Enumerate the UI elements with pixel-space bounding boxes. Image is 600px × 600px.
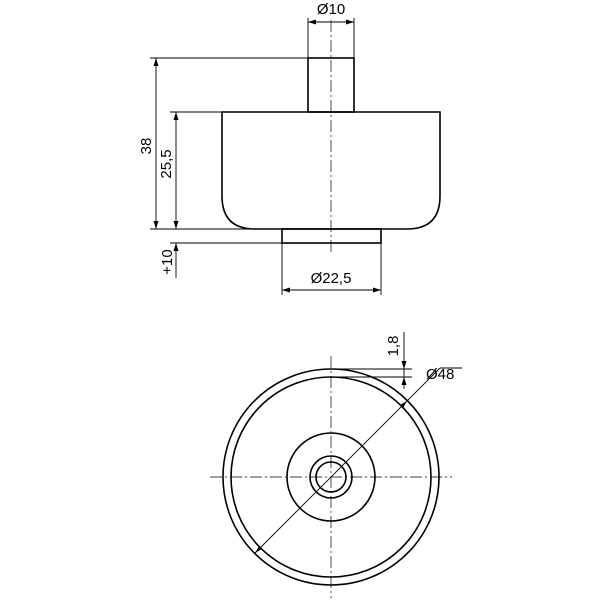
body-outline	[221, 111, 441, 230]
base-outline	[281, 228, 382, 244]
tolerance-dimension: +10	[159, 243, 179, 278]
body-height-dimension: 25,5	[158, 112, 179, 229]
pin-diameter-dimension: Ø10	[307, 1, 355, 58]
wall-thickness-dimension: 1,8	[331, 332, 412, 389]
tolerance-label: +10	[159, 249, 176, 274]
base-diameter-label: Ø22,5	[311, 270, 352, 287]
base-diameter-dimension: Ø22,5	[281, 243, 382, 295]
total-height-dimension: 38	[138, 58, 159, 229]
total-height-label: 38	[138, 138, 155, 155]
wall-thickness-label: 1,8	[385, 336, 402, 357]
pin-diameter-label: Ø10	[317, 1, 345, 18]
side-view: Ø10 38 25,5 +10	[138, 1, 441, 295]
outer-diameter-dimension: Ø48	[254, 366, 462, 554]
outer-diameter-label: Ø48	[426, 366, 454, 383]
body-height-label: 25,5	[158, 149, 175, 178]
top-view: Ø48 1,8	[210, 332, 462, 598]
